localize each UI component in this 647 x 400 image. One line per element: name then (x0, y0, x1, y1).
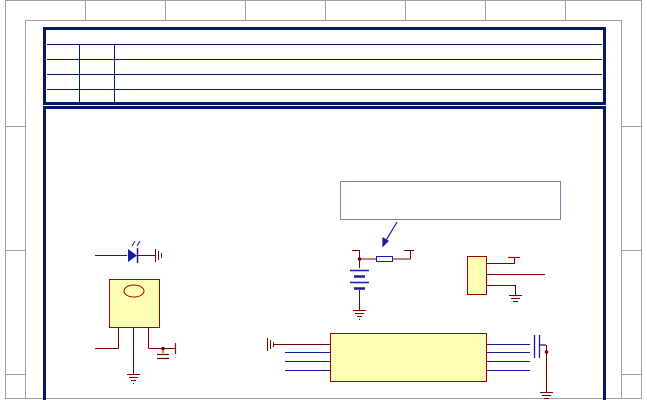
connector (467, 256, 545, 302)
battery-icon (350, 269, 369, 290)
note-box (340, 181, 561, 220)
transistor-icon (533, 335, 546, 358)
drawing-frame (43, 106, 606, 400)
battery-resistor-circuit (350, 250, 414, 320)
connector-header-icon (467, 256, 487, 295)
led-icon (128, 240, 141, 263)
title-block (43, 27, 606, 105)
ground-icon (267, 338, 274, 351)
resistor-icon (376, 256, 393, 262)
ic-chip-icon (330, 333, 487, 382)
sheet-zone-grid (5, 0, 642, 399)
note-pointer-arrow (382, 221, 398, 248)
ground-icon (540, 392, 553, 399)
voltage-regulator-icon (109, 279, 160, 328)
ground-icon (509, 295, 522, 302)
ic-chip (267, 333, 553, 399)
ground-icon (127, 374, 140, 384)
voltage-regulator (95, 279, 177, 384)
ground-icon (155, 249, 162, 262)
led-circuit (95, 240, 162, 263)
capacitor-icon (157, 353, 169, 360)
ground-icon (353, 310, 366, 320)
